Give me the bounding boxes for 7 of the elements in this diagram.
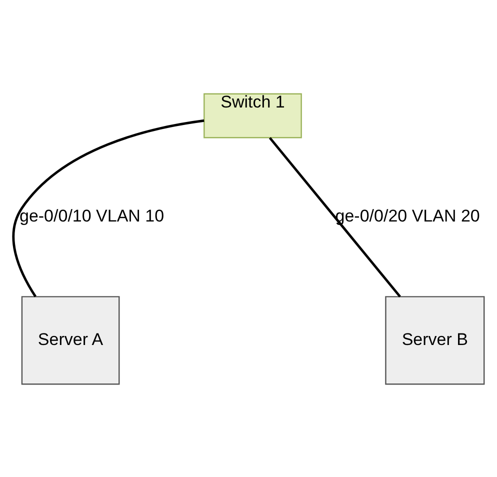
node-box: Switch 1 (204, 92, 302, 138)
edge-label: ge-0/0/20 VLAN 20 (335, 206, 480, 226)
node-box: Server A (21, 296, 120, 384)
node-box: Server B (385, 296, 485, 384)
connector (268, 136, 401, 297)
edge-label: ge-0/0/10 VLAN 10 (19, 206, 164, 226)
connector (12, 118, 204, 297)
